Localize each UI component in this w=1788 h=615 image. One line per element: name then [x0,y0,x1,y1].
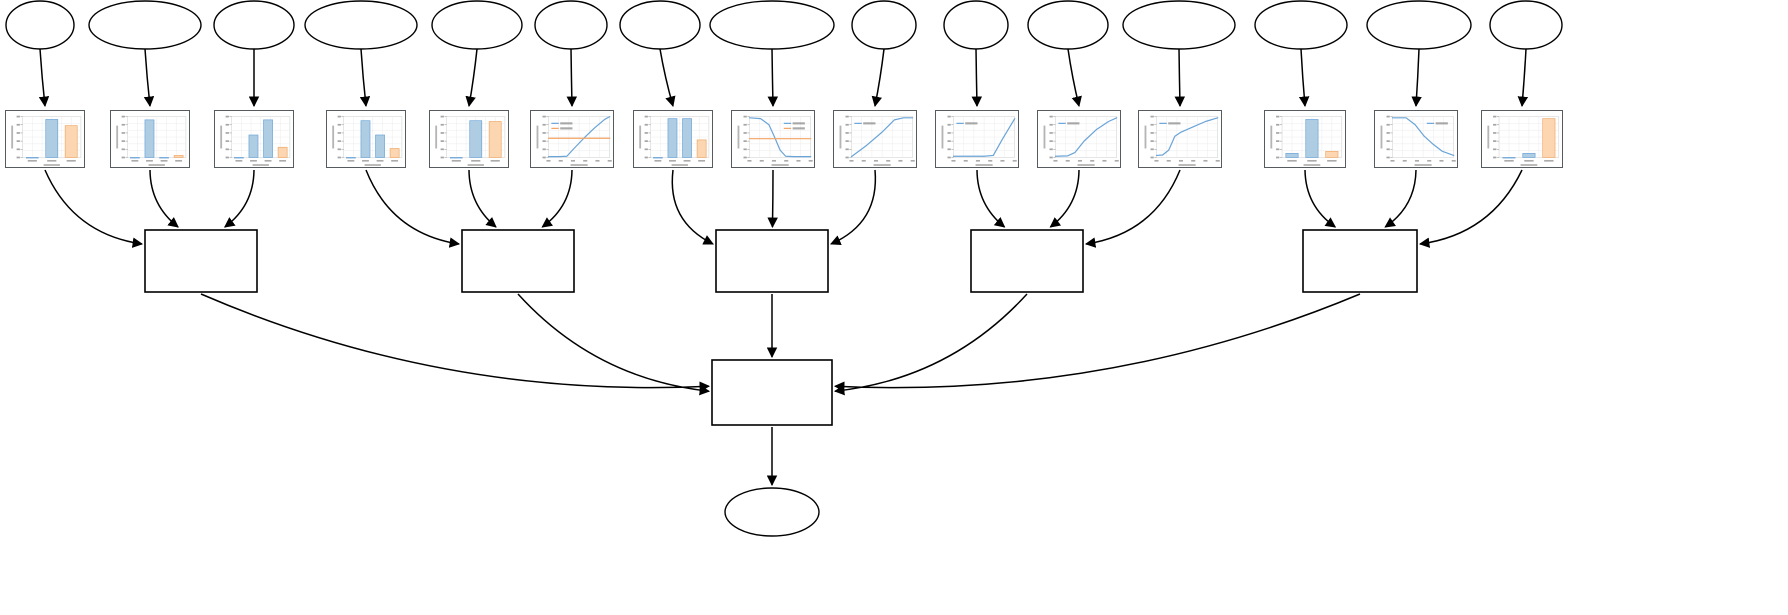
edge-lattice-to-average [200,293,711,392]
edge-calibrator-to-lattice [149,169,179,228]
edge-chol-to-calibrator [1067,48,1082,108]
edge-exang-to-calibrator [1298,48,1310,108]
edge-calibrator-to-lattice [1304,169,1337,228]
output-node[interactable] [724,487,820,537]
calibrator-plot-thal[interactable] [214,110,294,168]
calibrator-plot-trestbps[interactable] [731,110,815,168]
lattice-node-4[interactable] [1302,229,1418,293]
edge-calibrator-to-lattice [671,169,714,245]
edge-calibrator-to-lattice [541,169,573,228]
edge-sex-to-calibrator [1517,48,1529,108]
edge-restecg-to-calibrator [143,48,155,108]
edge-lattice-to-average [517,293,711,396]
calibrator-plot-restecg[interactable] [110,110,190,168]
edge-calibrator-to-lattice [224,169,255,228]
average-node[interactable] [711,359,833,426]
calibrator-plot-thal[interactable] [633,110,713,168]
edge-calibrator-to-lattice [1418,169,1523,248]
calibrator-plot-chol[interactable] [1037,110,1121,168]
edge-fbs-to-calibrator [38,48,50,108]
calibrator-plot-oldpeak[interactable] [1138,110,1222,168]
lattice-node-1[interactable] [461,229,575,293]
lattice-node-0[interactable] [144,229,258,293]
calibrator-plot-exang[interactable] [1264,110,1346,168]
edge-cp-to-calibrator [971,48,983,108]
edge-calibrator-to-lattice [468,169,497,228]
calibrator-plot-slope[interactable] [429,110,509,168]
edge-calibrator-to-lattice [365,169,461,248]
edge-age-to-calibrator [566,48,578,108]
calibrator-plot-sex[interactable] [1481,110,1563,168]
edge-calibrator-to-lattice [976,169,1006,228]
calibrator-plot-cp[interactable] [935,110,1019,168]
calibrator-plot-age[interactable] [530,110,614,168]
edge-ca-to-calibrator [871,48,885,108]
edge-trestbps-to-calibrator [767,48,779,108]
calibrator-plot-restecg[interactable] [326,110,406,168]
edge-lattice-to-average [833,293,1028,396]
edge-calibrator-to-lattice [1384,169,1417,228]
calibrator-plot-thalach[interactable] [1374,110,1458,168]
edge-calibrator-to-lattice [767,169,778,229]
edge-lattice-to-average [833,293,1361,392]
edge-thal-to-calibrator [659,48,676,108]
edge-oldpeak-to-calibrator [1174,48,1186,108]
edge-calibrator-to-lattice [1084,169,1181,248]
edge-restecg-to-calibrator [359,48,371,108]
lattice-node-3[interactable] [970,229,1084,293]
edge-calibrator-to-lattice [830,169,877,246]
edge-thalach-to-calibrator [1411,48,1422,108]
edge-calibrator-to-lattice [44,169,144,248]
lattice-node-2[interactable] [715,229,829,293]
calibrator-plot-fbs[interactable] [5,110,85,168]
edge-calibrator-to-lattice [1049,169,1080,228]
calibrator-plot-ca[interactable] [833,110,917,168]
edge-slope-to-calibrator [465,48,478,108]
